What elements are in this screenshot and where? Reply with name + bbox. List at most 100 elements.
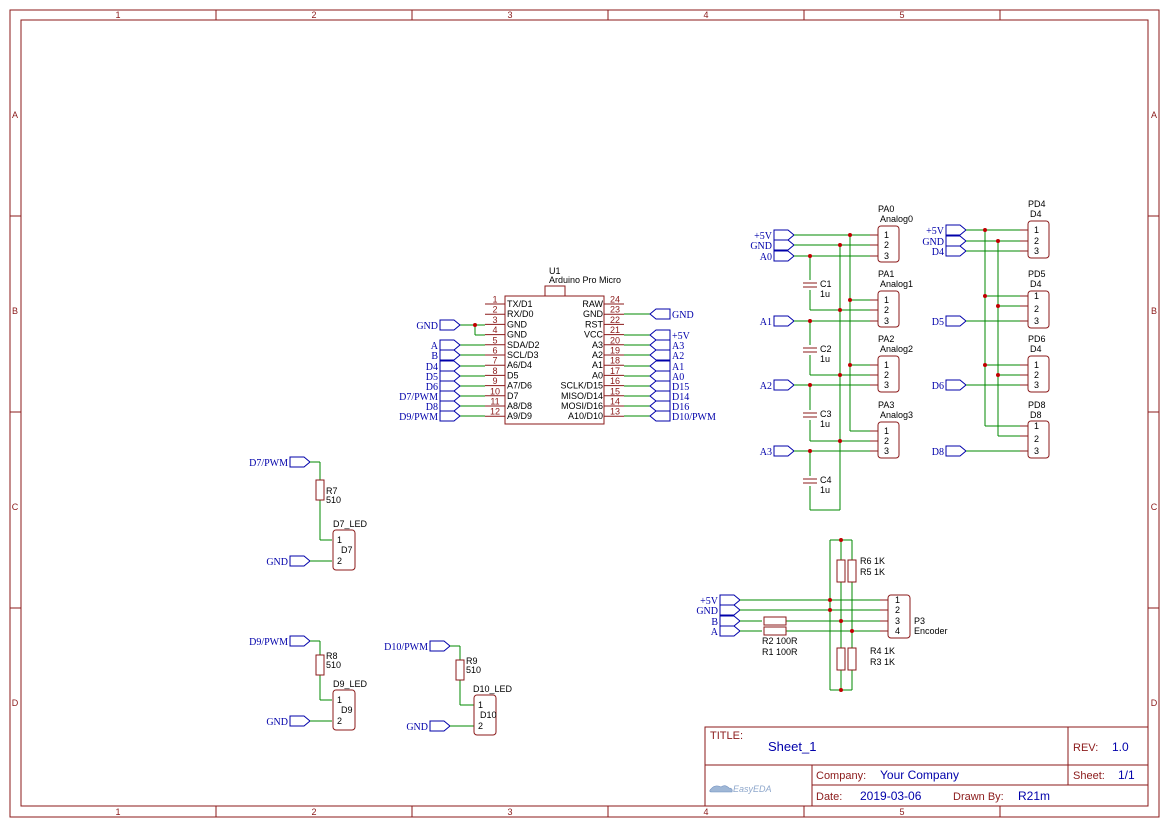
net-flag-gnd-led-d7[interactable]: GND — [266, 555, 311, 568]
u1-pin-name: MOSI/D16 — [561, 401, 603, 411]
d10-led-pin-2: 2 — [478, 721, 483, 731]
header-pd8[interactable]: PD8 D8 1 2 3 — [1020, 400, 1050, 459]
header-pa3[interactable]: PA3 Analog3 1 2 3 — [870, 400, 913, 459]
resistor-r9[interactable]: R9 510 — [455, 656, 481, 681]
net-flag-5v-encoder[interactable]: +5V — [700, 594, 741, 607]
r4-label: R4 1K — [870, 646, 895, 656]
net-flag-d9-pwm[interactable]: D9/PWM — [399, 410, 461, 423]
u1-pin-number: 8 — [492, 366, 497, 376]
net-flag-d15-right[interactable]: D15 — [649, 380, 689, 393]
u1-pin-number: 21 — [610, 325, 620, 335]
led-d7[interactable]: D7_LED 1 D7 2 — [332, 519, 368, 571]
u1-pin-name: SCL/D3 — [507, 350, 539, 360]
u1-left-net-flags: GND A B D4 D5 D6 D7/PWM D8 D9/PWM — [399, 319, 461, 423]
led-d9[interactable]: D9_LED 1 D9 2 — [332, 679, 368, 731]
net-flag-a-encoder[interactable]: A — [711, 625, 741, 638]
net-flag-5v-right[interactable]: +5V — [649, 329, 691, 342]
u1-pin-name: GND — [507, 319, 528, 329]
u1-pin-number: 4 — [492, 325, 497, 335]
capacitor-c2[interactable]: C2 1u — [803, 344, 832, 364]
net-flag-d10-pwm-right[interactable]: D10/PWM — [649, 410, 716, 423]
header-pd5[interactable]: PD5 D4 1 2 3 — [1020, 269, 1050, 329]
rev-value: 1.0 — [1112, 740, 1129, 754]
pa2-pin-2: 2 — [884, 370, 889, 380]
net-flag-d9-pwm-led[interactable]: D9/PWM — [249, 635, 311, 648]
p3-pin-2: 2 — [895, 605, 900, 615]
net-flag-b[interactable]: B — [431, 349, 461, 362]
net-flag-5v-analog[interactable]: +5V — [754, 229, 795, 242]
u1-pin-name: A0 — [592, 370, 603, 380]
net-flag-gnd-analog[interactable]: GND — [750, 239, 795, 252]
r2-label: R2 100R — [762, 636, 798, 646]
net-flag-d16-right[interactable]: D16 — [649, 400, 689, 413]
capacitor-c4[interactable]: C4 1u — [803, 475, 832, 495]
net-flag-a3-right[interactable]: A3 — [649, 339, 684, 352]
net-flag-gnd-led-d9[interactable]: GND — [266, 715, 311, 728]
header-pd4[interactable]: PD4 D4 1 2 3 — [1020, 199, 1050, 259]
resistor-r2-r1[interactable]: R2 100R R1 100R — [762, 616, 798, 657]
net-flag-a3-analog[interactable]: A3 — [760, 445, 795, 458]
header-pa1[interactable]: PA1 Analog1 1 2 3 — [870, 269, 913, 328]
net-label-d5-digital: D5 — [932, 317, 944, 328]
u1-pin-name: A1 — [592, 360, 603, 370]
net-flag-d4-digital[interactable]: D4 — [932, 245, 967, 258]
net-flag-d10-pwm-led[interactable]: D10/PWM — [384, 640, 451, 653]
net-flag-a[interactable]: A — [431, 339, 461, 352]
rev-label: REV: — [1073, 742, 1098, 754]
net-flag-a1-right[interactable]: A1 — [649, 360, 684, 373]
net-label-d16-right: D16 — [672, 402, 689, 413]
net-flag-gnd-right[interactable]: GND — [649, 308, 694, 321]
encoder-connector-p3[interactable]: 1 2 3 4 P3 Encoder — [880, 594, 948, 639]
net-flag-d14-right[interactable]: D14 — [649, 390, 689, 403]
net-flag-d6-digital[interactable]: D6 — [932, 379, 967, 392]
net-label-a: A — [431, 341, 439, 352]
net-flag-a2-right[interactable]: A2 — [649, 349, 684, 362]
pd5-pin-3: 3 — [1034, 316, 1039, 326]
resistor-r4-r3[interactable]: R4 1K R3 1K — [836, 646, 895, 671]
net-flag-d8[interactable]: D8 — [426, 400, 461, 413]
net-label-b: B — [431, 351, 438, 362]
net-flag-gnd-encoder[interactable]: GND — [696, 604, 741, 617]
net-flag-b-encoder[interactable]: B — [711, 615, 741, 628]
net-label-b-encoder: B — [711, 617, 718, 628]
net-flag-5v-digital[interactable]: +5V — [926, 224, 967, 237]
net-flag-d7-pwm[interactable]: D7/PWM — [399, 390, 461, 403]
led-circuit-d10: D10/PWM GND R9 510 D10_LED 1 D10 2 — [384, 640, 513, 736]
net-label-a2-analog: A2 — [760, 381, 772, 392]
net-flag-d7-pwm-led[interactable]: D7/PWM — [249, 456, 311, 469]
net-flag-gnd-digital[interactable]: GND — [922, 235, 967, 248]
net-flag-d5[interactable]: D5 — [426, 370, 461, 383]
header-pa2[interactable]: PA2 Analog2 1 2 3 — [870, 334, 913, 393]
net-flag-d4[interactable]: D4 — [426, 360, 461, 373]
pa3-pin-1: 1 — [884, 426, 889, 436]
net-flag-a0-analog[interactable]: A0 — [760, 250, 795, 263]
capacitor-c1[interactable]: C1 1u — [803, 279, 832, 299]
d10-led-name: D10 — [480, 710, 497, 720]
title-label: TITLE: — [710, 730, 743, 742]
p3-pin-4: 4 — [895, 626, 900, 636]
c3-designator: C3 — [820, 409, 832, 419]
net-label-gnd-led-d9: GND — [266, 717, 288, 728]
net-label-gnd-led-d10: GND — [406, 722, 428, 733]
net-flag-a0-right[interactable]: A0 — [649, 370, 684, 383]
drawn-by-label: Drawn By: — [953, 791, 1004, 803]
net-flag-d6[interactable]: D6 — [426, 380, 461, 393]
d9-led-pin-1: 1 — [337, 695, 342, 705]
net-flag-gnd[interactable]: GND — [416, 319, 461, 332]
net-flag-gnd-led-d10[interactable]: GND — [406, 720, 451, 733]
led-d10[interactable]: D10_LED 1 D10 2 — [473, 684, 513, 736]
net-label-a3-analog: A3 — [760, 447, 772, 458]
header-pd6[interactable]: PD6 D4 1 2 3 — [1020, 334, 1050, 393]
resistor-r8[interactable]: R8 510 — [315, 651, 341, 676]
capacitor-c3[interactable]: C3 1u — [803, 409, 832, 429]
header-pa0[interactable]: PA0 Analog0 1 2 3 — [870, 204, 913, 263]
net-flag-a2-analog[interactable]: A2 — [760, 379, 795, 392]
frame-row-a-right: A — [1151, 110, 1157, 120]
resistor-r7[interactable]: R7 510 — [315, 479, 341, 505]
resistor-r6-r5[interactable]: R6 1K R5 1K — [836, 556, 885, 583]
net-flag-a1-analog[interactable]: A1 — [760, 315, 795, 328]
analog-power-flags: +5V GND A0 A1 A2 A3 — [750, 229, 795, 458]
net-flag-d5-digital[interactable]: D5 — [932, 315, 967, 328]
net-flag-d8-digital[interactable]: D8 — [932, 445, 967, 458]
